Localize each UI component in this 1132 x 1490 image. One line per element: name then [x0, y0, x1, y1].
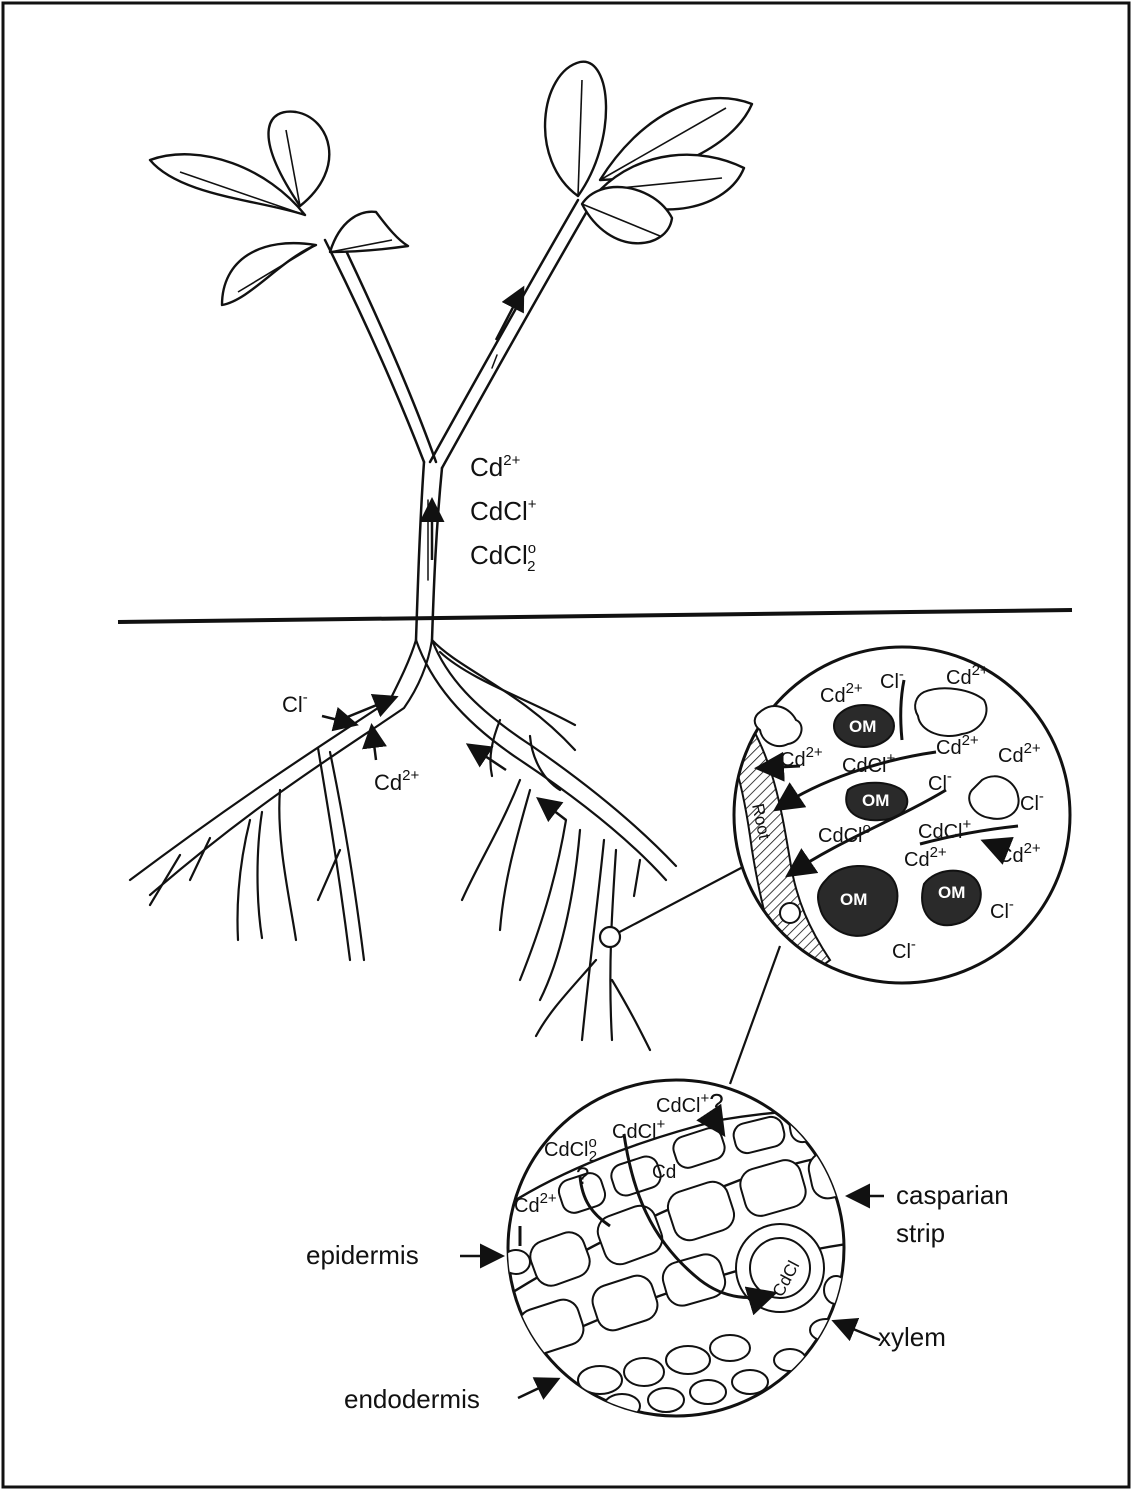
root-system [130, 640, 676, 1050]
svg-text:?: ? [576, 1163, 589, 1190]
main-stem [416, 462, 424, 640]
cd2-plus-label: Cd2+ [470, 452, 521, 482]
om-label: OM [938, 883, 965, 902]
epidermis-label: epidermis [306, 1240, 419, 1270]
root-cd-label: Cd2+ [374, 767, 419, 795]
rootlet [462, 780, 520, 900]
left-branch [325, 240, 424, 462]
root-arrows [322, 698, 566, 820]
rootlet [318, 748, 350, 960]
right-root [416, 640, 666, 880]
cdcl-plus-label: CdCl+ [470, 496, 537, 526]
plant-shoot [325, 200, 590, 640]
svg-text:Cd: Cd [652, 1162, 676, 1183]
om-label: OM [862, 791, 889, 810]
endodermis-label: endodermis [344, 1384, 480, 1414]
om-label: OM [849, 717, 876, 736]
casparian-strip-label-1: casparian [896, 1180, 1009, 1210]
leaf [545, 62, 606, 196]
root-sample-point [600, 927, 620, 947]
soil-surface-line [118, 610, 1072, 622]
right-branch [430, 200, 578, 462]
om-label: OM [840, 890, 867, 909]
leaf [330, 212, 408, 252]
soil-zoom-circle: Root OM OM OM OM [700, 647, 1070, 990]
leaves [150, 62, 752, 305]
upper-right-root [432, 640, 575, 750]
casparian-strip-label-2: strip [896, 1218, 945, 1248]
xylem-label: xylem [878, 1322, 946, 1352]
left-root [130, 640, 416, 880]
root-cl-label: Cl- [282, 689, 308, 717]
